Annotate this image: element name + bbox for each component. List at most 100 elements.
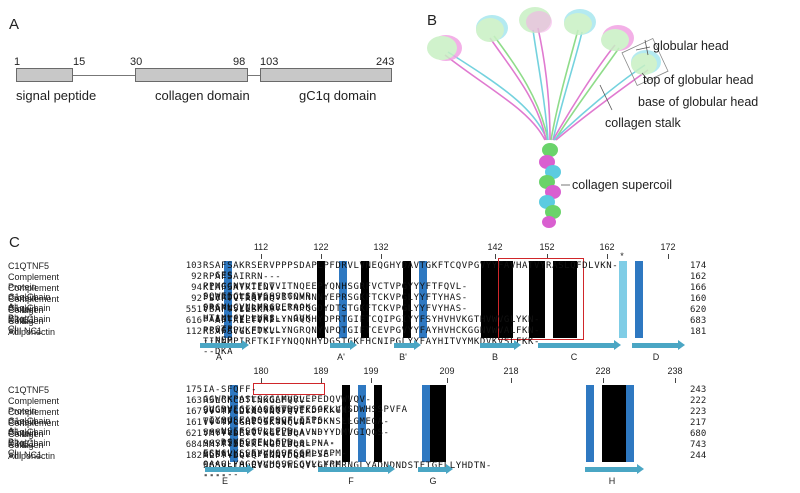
sequence-start: 163	[185, 396, 202, 406]
conserved-column	[361, 261, 369, 338]
sequence-residues: KIAFSATRTINV-PLRRDQTIRFDHVITNMNNNYEPRSGK…	[203, 283, 468, 313]
position-label: 152	[539, 242, 555, 252]
sequence-name: C1QTNF5	[8, 261, 50, 271]
tick-mark	[371, 378, 372, 383]
tick-mark	[321, 378, 322, 383]
domain-tick-15: 15	[73, 56, 86, 68]
conserved-column	[553, 261, 577, 338]
strand-arrow-c	[538, 340, 621, 350]
globular-heads	[427, 7, 661, 75]
strand-arrow-b	[480, 340, 521, 350]
similar-column	[422, 385, 430, 462]
sequence-name: Collagen VIII NC1	[8, 440, 44, 460]
sequence-end: 181	[690, 327, 707, 337]
position-label: 228	[595, 366, 611, 376]
conserved-column	[430, 385, 446, 462]
similar-column	[339, 261, 347, 338]
gc1q-domain-label: gC1q domain	[299, 88, 377, 103]
sequence-end: 217	[690, 418, 707, 428]
tick-mark	[675, 378, 676, 383]
tick-mark	[321, 254, 322, 259]
similar-column	[586, 385, 594, 462]
strand-arrow-h	[585, 464, 644, 474]
sequence-name: Adiponectin	[8, 451, 56, 461]
gc1q-domain-box	[260, 68, 392, 82]
sequence-name: Complement Protein C1q|Chain A|	[8, 272, 60, 312]
sequence-start: 175	[185, 385, 202, 395]
similar-column	[635, 261, 643, 338]
similar-column	[358, 385, 366, 462]
sequence-residues: IA-SFQFF-GGWPKPASLSGGAMVRLEPEDQVWVQV-GVG…	[203, 385, 408, 415]
highlight-box	[253, 383, 325, 395]
sequence-start: 94	[191, 283, 202, 293]
sequence-residues: -SVFTVTRQTHQ-PPAPNSLIRFNAVLTNPQGDYDTSTGK…	[203, 294, 468, 324]
strand-label: A	[215, 352, 223, 362]
sequence-residues: RSAFSAKRSERVPPPSDAPLPFDRVLVNEQGHYDAVTGKF…	[203, 261, 619, 281]
sequence-name: Complement Protein C1q|Chain A|	[8, 396, 60, 436]
position-label: 189	[313, 366, 329, 376]
sequence-end: 743	[690, 440, 707, 450]
conserved-column	[529, 261, 545, 338]
sequence-start: 92	[191, 294, 202, 304]
sequence-end: 243	[690, 385, 707, 395]
domain-tick-243: 243	[376, 56, 395, 68]
sequence-name: C1QTNF5	[8, 385, 50, 395]
sequence-name: Complement Protein C1q|Chain C|	[8, 418, 60, 458]
strand-arrow-e	[205, 464, 254, 474]
strand-label: E	[221, 476, 229, 486]
sequence-name: Collagen X NC1	[8, 305, 44, 325]
similar-column	[224, 261, 232, 338]
strand-label: B	[491, 352, 499, 362]
sequence-residues: VSAFTVILSKAY--PAIGTPIPFDKILYNRQQHYDPRTGI…	[203, 305, 541, 335]
strand-arrow-g	[418, 464, 453, 474]
sequence-start: 616	[185, 316, 202, 326]
position-label: 132	[373, 242, 389, 252]
strand-label: C	[570, 352, 578, 362]
sequence-start: 103	[185, 261, 202, 271]
position-label: 238	[667, 366, 683, 376]
sequence-residues: MLFTYDQYQ-ENNVDQA--SGSVLLHLEVGDQVWLQVYGE…	[203, 451, 492, 481]
base-of-head-label: base of globular head	[638, 95, 759, 109]
strand-label: D	[652, 352, 660, 362]
collagen-supercoil-label: collagen supercoil	[572, 178, 673, 192]
strand-arrow-a	[200, 340, 249, 350]
strand-arrow-b-prime	[394, 340, 421, 350]
sequence-start: 112	[185, 327, 202, 337]
collagen-domain-box	[135, 68, 248, 82]
strand-arrow-f	[318, 464, 395, 474]
globular-head-label: globular head	[653, 39, 729, 53]
sequence-end: 160	[690, 294, 707, 304]
strand-label: B'	[399, 352, 407, 362]
sequence-residues: RSAFSVGLETYV--TIPNMPIRFTKIFYNQQNHYDGSTGK…	[203, 327, 541, 357]
position-label: 122	[313, 242, 329, 252]
star-marker: *	[620, 251, 624, 261]
similar-column	[626, 385, 634, 462]
sequence-end: 166	[690, 283, 707, 293]
domain-tick-30: 30	[130, 56, 143, 68]
domain-tick-103: 103	[260, 56, 279, 68]
panel-b-label: B	[427, 12, 438, 29]
position-label: 199	[363, 366, 379, 376]
position-label: 180	[253, 366, 269, 376]
sequence-name: Complement Protein C1q|Chain B|	[8, 283, 60, 323]
sequence-residues: RPAFSAIRRN---PPMGGNVVIFDTVITNQEEPYQNHSGR…	[203, 272, 468, 302]
strand-arrow-d	[632, 340, 685, 350]
conserved-column	[403, 261, 411, 338]
sequence-end: 222	[690, 396, 707, 406]
position-label: 218	[503, 366, 519, 376]
sequence-start: 167	[185, 407, 202, 417]
sequence-end: 244	[690, 451, 707, 461]
strand-label: A'	[337, 352, 345, 362]
position-label: 209	[439, 366, 455, 376]
sequence-name: Collagen VIII NC1	[8, 316, 44, 336]
sequence-start: 161	[185, 418, 202, 428]
strand-label: H	[608, 476, 616, 486]
domain-tick-98: 98	[233, 56, 246, 68]
sequence-start: 684	[185, 440, 202, 450]
linker-line	[73, 75, 135, 76]
position-label: 142	[487, 242, 503, 252]
sequence-start: 92	[191, 272, 202, 282]
head-highlight-box	[621, 37, 669, 87]
sequence-end: 620	[690, 305, 707, 315]
